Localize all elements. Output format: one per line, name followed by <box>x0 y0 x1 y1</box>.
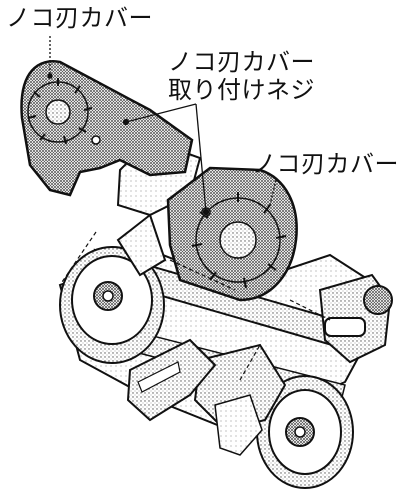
blade-cover-screw-label-line2: 取り付けネジ <box>168 76 315 104</box>
leader-lines <box>47 36 277 216</box>
handle <box>126 338 217 422</box>
blade-cover-label-right: ノコ刃カバー <box>252 150 398 178</box>
blade-cover-label-left: ノコ刃カバー <box>6 4 153 32</box>
gear-housing <box>193 343 287 456</box>
blade-cover-right <box>166 166 298 302</box>
lower-right-pulley <box>256 375 354 489</box>
lower-left-pulley <box>59 246 165 364</box>
alignment-lines <box>59 231 331 381</box>
blade-cover-left <box>20 60 194 197</box>
blade-cover-screw-label-line1: ノコ刃カバー <box>168 48 315 76</box>
blade-cover-screw-label: ノコ刃カバー 取り付けネジ <box>168 48 315 104</box>
